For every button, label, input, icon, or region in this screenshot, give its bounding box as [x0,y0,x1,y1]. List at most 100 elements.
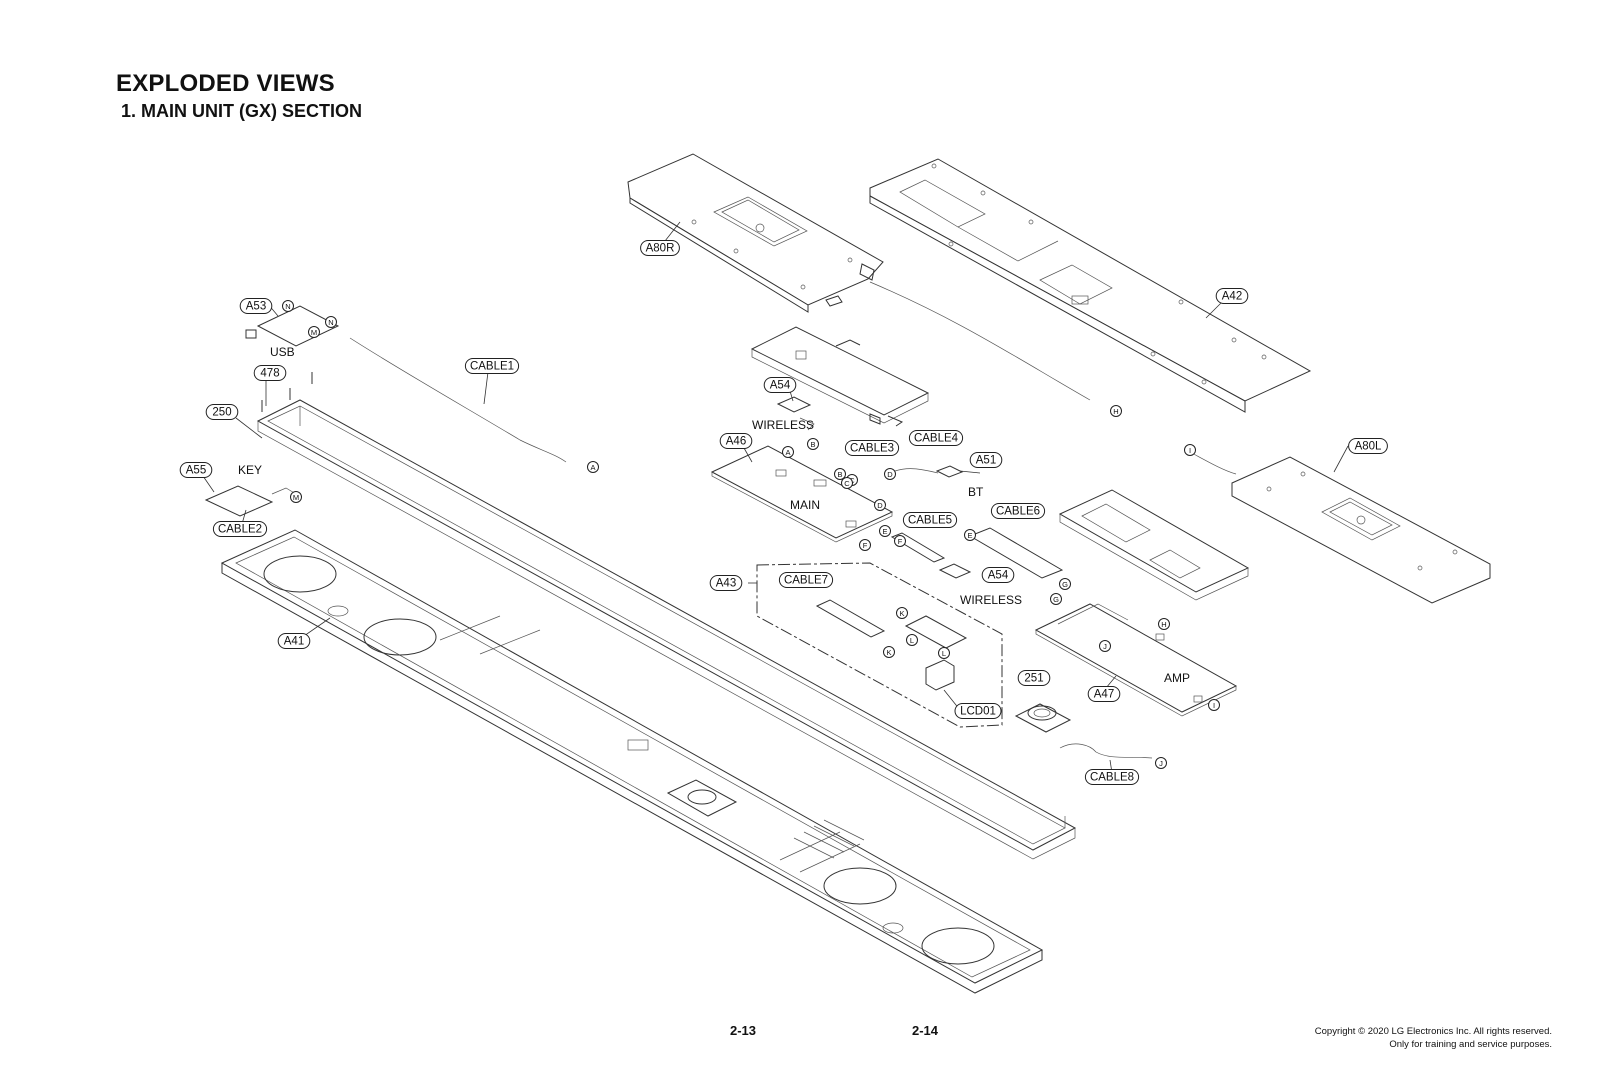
callout-text: A54 [988,570,1009,582]
connector-letter: K [899,609,904,618]
connector-letter: G [1062,580,1068,589]
callout-a55: A55 [179,462,213,478]
connector-m: M [308,326,320,338]
connector-l: L [906,634,918,646]
connector-letter: N [328,318,333,327]
callout-text: CABLE2 [218,524,262,536]
connector-a: A [782,446,794,458]
connector-e: E [879,525,891,537]
function-label-wireless: WIRELESS [960,593,1022,607]
amp-shield [1058,489,1250,601]
callout-text: 250 [212,407,231,419]
wireless-module-upper [776,396,812,413]
connector-k: K [896,607,908,619]
connector-l: L [938,647,950,659]
connector-letter: I [1213,701,1215,710]
connector-letter: M [311,328,317,337]
function-label-usb: USB [270,345,295,359]
callout-a53: A53 [239,298,273,314]
connector-letter: D [877,501,883,510]
connector-h: H [1158,618,1170,630]
callout-a43: A43 [709,575,743,591]
callout-250: 250 [205,404,239,420]
connector-h: H [1110,405,1122,417]
callout-lcd01: LCD01 [954,703,1002,719]
cable5-ribbon [890,532,946,563]
connector-d: D [884,468,896,480]
connector-letter: B [837,470,842,479]
function-label-main: MAIN [790,498,820,512]
callout-text: A47 [1094,689,1114,701]
connector-letter: C [844,479,850,488]
page-title: EXPLODED VIEWS [116,70,335,97]
connector-j: J [1099,640,1111,652]
connector-letter: L [910,636,914,645]
cable3-wire [799,417,815,431]
callout-a41: A41 [277,633,311,649]
usb-port [245,329,257,339]
a80l-bracket [1189,451,1491,604]
callout-cable5: CABLE5 [902,512,958,528]
screws-478 [261,372,313,412]
connector-letter: A [590,463,595,472]
callout-text: CABLE5 [908,515,952,527]
callout-text: A55 [186,465,206,477]
leader-lines [202,221,1349,774]
callout-cable7: CABLE7 [778,572,834,588]
callout-a47: A47 [1087,686,1121,702]
callout-text: A42 [1222,291,1242,303]
callout-text: A46 [726,436,746,448]
callout-text: A41 [284,636,304,648]
cable4-wire [894,468,939,474]
usb-board [256,305,340,347]
connector-m: M [290,491,302,503]
page-number-right: 2-14 [912,1023,939,1038]
callout-text: CABLE1 [470,361,514,373]
callout-cable2: CABLE2 [212,521,268,537]
connector-e: E [964,529,976,541]
cable1-wire [349,337,567,463]
copyright-line2: Only for training and service purposes. [1389,1039,1552,1050]
wireless-module-lower [938,563,972,579]
callout-text: CABLE3 [850,443,894,455]
connector-i: I [1208,699,1220,711]
connector-g: G [1059,578,1071,590]
connector-letter: K [886,648,891,657]
connector-b: B [834,468,846,480]
housing-a41 [220,529,1044,994]
callout-cable4: CABLE4 [908,430,964,446]
connector-letter: H [1113,407,1118,416]
cable2-wire [271,487,297,495]
callout-a42: A42 [1215,288,1249,304]
callout-a80l: A80L [1348,438,1388,454]
connector-letter: A [785,448,790,457]
callout-text: CABLE7 [784,575,828,587]
connector-letter: L [942,649,946,658]
connector-letter: I [1189,446,1191,455]
a42-cover [869,158,1312,413]
callout-text: CABLE6 [996,506,1040,518]
connector-k: K [883,646,895,658]
page-number-left: 2-13 [730,1023,757,1038]
connector-letter: E [967,531,972,540]
main-shield [750,326,930,427]
function-label-bt: BT [968,485,984,499]
connector-letter: D [887,470,893,479]
connector-letter: J [1103,642,1107,651]
key-board [204,485,274,517]
function-label-wireless: WIRELESS [752,418,814,432]
cable6-ribbon [968,527,1064,579]
amp-pcb [1034,603,1238,717]
connector-f: F [894,535,906,547]
function-label-key: KEY [238,463,262,477]
cable7-ribbon [815,599,886,638]
a80r-bracket [627,153,884,313]
callout-text: A53 [246,301,266,313]
speaker-251 [1014,703,1072,733]
connector-c: C [841,477,853,489]
callout-text: A43 [716,578,736,590]
connector-n: N [282,300,294,312]
callout-a54: A54 [763,377,797,393]
section-title: 1. MAIN UNIT (GX) SECTION [121,101,363,121]
connector-letter: B [810,440,815,449]
